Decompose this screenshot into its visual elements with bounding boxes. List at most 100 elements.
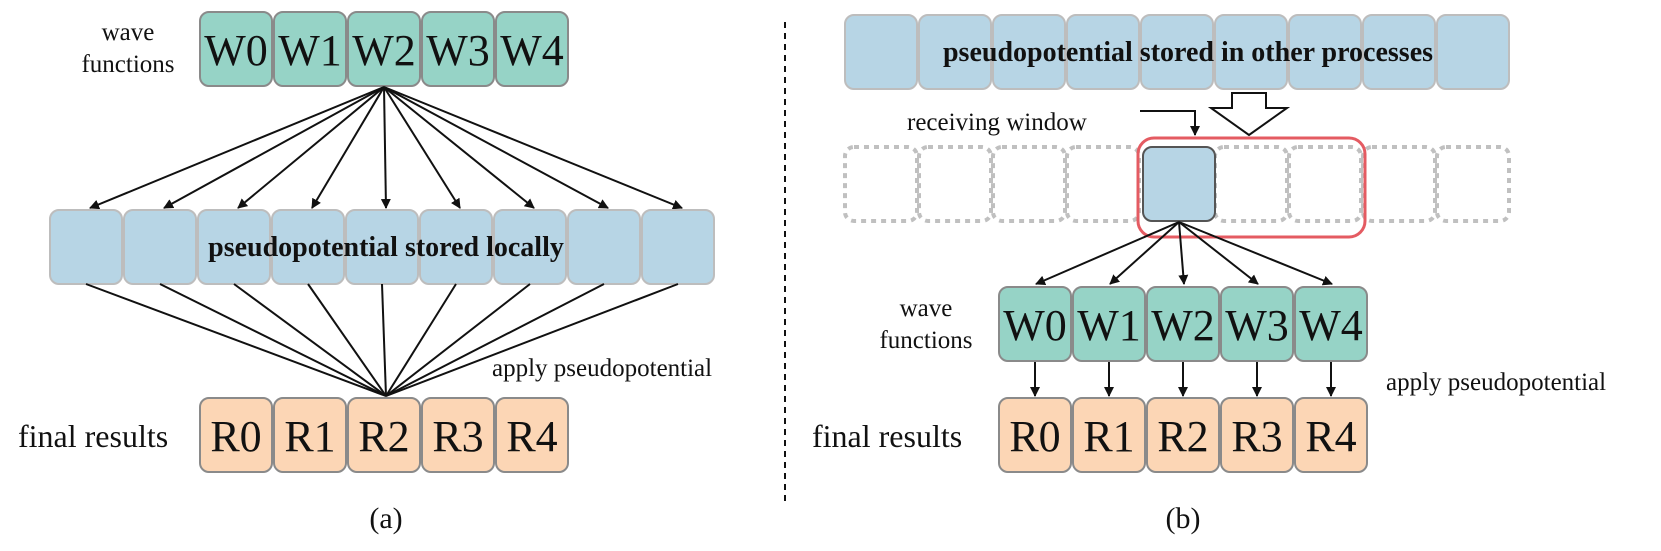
fan-arrow bbox=[1035, 221, 1180, 286]
fan-arrow bbox=[237, 86, 385, 209]
wave-cell-box bbox=[1294, 286, 1368, 362]
converge-line bbox=[385, 283, 457, 397]
wave-cell-label: W2 bbox=[1151, 301, 1215, 350]
result-cell-label: R3 bbox=[1231, 412, 1282, 461]
panel-a-wave-label-line1: wave bbox=[102, 19, 155, 46]
wave-cell-box bbox=[1146, 286, 1220, 362]
panel-a-fan-arrows bbox=[89, 86, 683, 210]
fan-arrow bbox=[383, 86, 609, 209]
wave-cell-label: W4 bbox=[500, 26, 564, 75]
fan-arrow bbox=[1178, 221, 1259, 285]
result-cell-label: R2 bbox=[358, 412, 409, 461]
panel-a-caption: (a) bbox=[369, 502, 402, 535]
wave-cell-label: W3 bbox=[1225, 301, 1289, 350]
result-cell-label: R3 bbox=[432, 412, 483, 461]
result-cell-box bbox=[421, 397, 495, 473]
converge-line bbox=[233, 283, 387, 397]
converge-line bbox=[159, 283, 387, 397]
fan-arrow bbox=[1178, 221, 1333, 286]
panel-a-wave-row: W0 W1 W2 W3 W4 bbox=[199, 11, 569, 87]
wave-cell-box bbox=[347, 11, 421, 87]
result-cell-label: R0 bbox=[210, 412, 261, 461]
converge-line bbox=[385, 283, 605, 397]
pseudo-local-label: pseudopotential stored locally bbox=[208, 232, 564, 263]
wave-cell-box bbox=[273, 11, 347, 87]
remote-cell-box bbox=[844, 14, 918, 90]
panel-b-result-row: R0 R1 R2 R3 R4 bbox=[998, 397, 1368, 473]
converge-line bbox=[385, 283, 679, 397]
result-cell-box bbox=[199, 397, 273, 473]
panel-b-fan-arrows bbox=[1035, 221, 1333, 286]
result-cell-label: R4 bbox=[506, 412, 557, 461]
remote-cell-box bbox=[1362, 14, 1436, 90]
fan-arrow bbox=[380, 86, 391, 209]
result-cell-label: R2 bbox=[1157, 412, 1208, 461]
pseudo-cell-box bbox=[567, 209, 641, 285]
remote-cell-box bbox=[1214, 14, 1288, 90]
fan-arrow bbox=[383, 86, 535, 209]
wave-cell-label: W2 bbox=[352, 26, 416, 75]
result-cell-box bbox=[1294, 397, 1368, 473]
result-cell-box bbox=[495, 397, 569, 473]
panel-a-converge-lines bbox=[85, 283, 679, 397]
remote-cell-box bbox=[1140, 14, 1214, 90]
pseudo-cell-box bbox=[641, 209, 715, 285]
receiving-window-arrow bbox=[1140, 110, 1200, 136]
wave-cell-label: W0 bbox=[1003, 301, 1067, 350]
hollow-down-arrow-icon bbox=[1207, 92, 1291, 137]
panel-b-results-label: final results bbox=[812, 418, 962, 454]
result-cell-box bbox=[273, 397, 347, 473]
panel-a-result-row: R0 R1 R2 R3 R4 bbox=[199, 397, 569, 473]
ghost-cell-box bbox=[1213, 145, 1289, 223]
wave-cell-label: W1 bbox=[278, 26, 342, 75]
fan-arrow bbox=[89, 86, 385, 210]
wave-cell-box bbox=[1072, 286, 1146, 362]
fan-arrow bbox=[1109, 221, 1180, 285]
converge-line bbox=[85, 283, 387, 397]
fan-arrow bbox=[1178, 221, 1189, 285]
panel-b-down-arrows bbox=[1030, 362, 1336, 397]
wave-cell-box bbox=[495, 11, 569, 87]
result-cell-box bbox=[998, 397, 1072, 473]
converge-line bbox=[381, 283, 387, 397]
wave-cell-box bbox=[421, 11, 495, 87]
panel-b-wave-row: W0 W1 W2 W3 W4 bbox=[998, 286, 1368, 362]
remote-cell-box bbox=[1288, 14, 1362, 90]
wave-cell-label: W1 bbox=[1077, 301, 1141, 350]
converge-line bbox=[385, 283, 531, 397]
remote-cell-box bbox=[992, 14, 1066, 90]
converge-line bbox=[307, 283, 387, 397]
pseudo-cell-box bbox=[49, 209, 123, 285]
receiving-window-label: receiving window bbox=[907, 109, 1087, 136]
fan-arrow bbox=[383, 86, 683, 210]
result-cell-box bbox=[347, 397, 421, 473]
wave-cell-label: W0 bbox=[204, 26, 268, 75]
result-cell-label: R1 bbox=[284, 412, 335, 461]
result-cell-label: R4 bbox=[1305, 412, 1356, 461]
pseudo-cell-box bbox=[123, 209, 197, 285]
panel-a: wave functions W0 W1 W2 W3 W4 bbox=[18, 11, 715, 535]
remote-cell-box bbox=[1436, 14, 1510, 90]
wave-cell-box bbox=[1220, 286, 1294, 362]
ghost-cell-box bbox=[1287, 145, 1363, 223]
ghost-cell-box bbox=[991, 145, 1067, 223]
ghost-cell-box bbox=[1065, 145, 1141, 223]
ghost-cell-box bbox=[917, 145, 993, 223]
result-cell-box bbox=[1220, 397, 1294, 473]
result-cell-label: R1 bbox=[1083, 412, 1134, 461]
panel-a-pseudo-row: pseudopotential stored locally bbox=[49, 209, 715, 285]
result-cell-label: R0 bbox=[1009, 412, 1060, 461]
result-cell-box bbox=[1072, 397, 1146, 473]
panel-a-apply-label: apply pseudopotential bbox=[492, 355, 712, 382]
wave-cell-box bbox=[199, 11, 273, 87]
remote-pseudo-label: pseudopotential stored in other processe… bbox=[943, 37, 1433, 68]
wave-cell-label: W3 bbox=[426, 26, 490, 75]
received-pseudo-cell bbox=[1142, 146, 1216, 222]
remote-cell-box bbox=[918, 14, 992, 90]
remote-cell-box bbox=[1066, 14, 1140, 90]
result-cell-box bbox=[1146, 397, 1220, 473]
panel-b-caption: (b) bbox=[1166, 502, 1201, 535]
ghost-cell-box bbox=[1361, 145, 1437, 223]
panel-b: pseudopotential stored in other processe… bbox=[812, 14, 1606, 535]
